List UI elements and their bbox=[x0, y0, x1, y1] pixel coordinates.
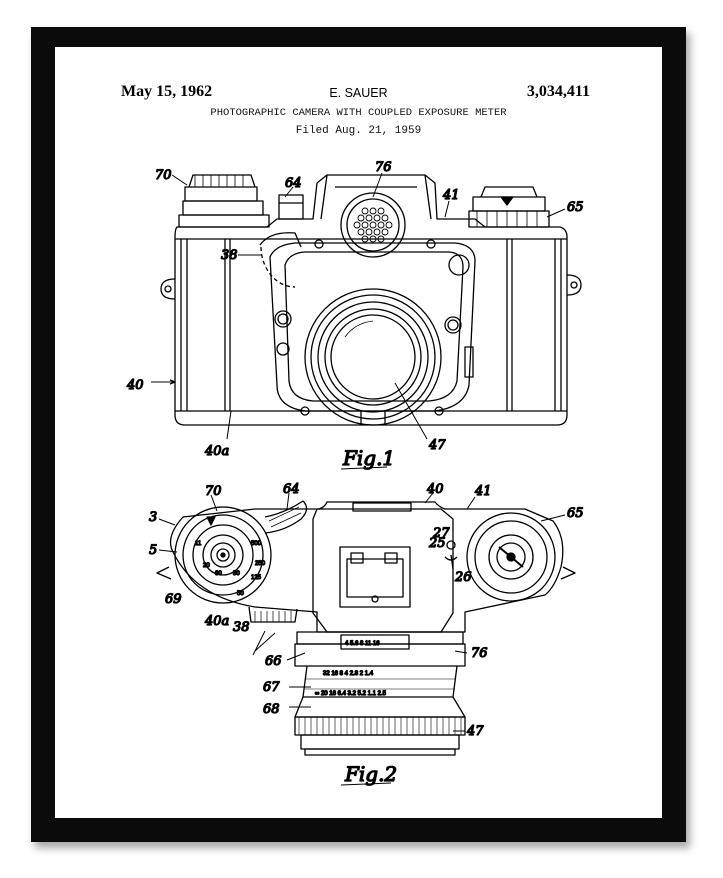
fig1-label: Fig.1 bbox=[342, 446, 395, 470]
fig2-ref-66: 66 bbox=[265, 654, 282, 669]
fig2-ref-26: 26 bbox=[454, 570, 472, 585]
patent-number: 3,034,411 bbox=[526, 83, 590, 100]
fig2-ref-27: 27 bbox=[432, 526, 450, 541]
fig1-ref-40: 40 bbox=[126, 378, 144, 393]
fig2-camera-top bbox=[156, 492, 576, 756]
fig2-dial-value-6: 125 bbox=[251, 575, 262, 581]
fig2-ref-70: 70 bbox=[205, 484, 222, 499]
fig2-dial-value-5: 50 bbox=[237, 591, 244, 597]
fig2-ref-65: 65 bbox=[567, 506, 584, 521]
fig2-scale-mid: 32 16 8 4 2.8 2 1.4 bbox=[323, 671, 374, 677]
fig1-ref-40a: 40a bbox=[204, 444, 229, 459]
patent-date: May 15, 1962 bbox=[121, 83, 213, 100]
fig1-ref-65: 65 bbox=[567, 200, 584, 215]
fig1-ref-70: 70 bbox=[155, 168, 172, 183]
fig2-dial-value-4: 30 bbox=[233, 571, 240, 577]
fig2-ref-69: 69 bbox=[165, 592, 182, 607]
fig2-label: Fig.2 bbox=[344, 762, 397, 786]
patent-sheet: May 15, 1962 E. SAUER 3,034,411 PHOTOGRA… bbox=[55, 47, 662, 818]
fig2-ref-40a: 40a bbox=[204, 614, 229, 629]
fig2-ref-67: 67 bbox=[263, 680, 280, 695]
patent-drawing: 70 64 76 41 65 38 40 40a 47 Fig.1 bbox=[125, 159, 584, 786]
fig1-ref-76: 76 bbox=[375, 160, 392, 175]
fig2-scale-top: 4 5.6 8 11 16 bbox=[345, 641, 380, 647]
fig2-ref-25: 25 bbox=[428, 536, 446, 551]
fig2-ref-38: 38 bbox=[233, 620, 250, 635]
inventor-name: E. SAUER bbox=[329, 86, 388, 100]
fig2-ref-5: 5 bbox=[149, 543, 157, 558]
fig1-ref-64: 64 bbox=[285, 176, 302, 191]
fig1-ref-47: 47 bbox=[428, 438, 446, 453]
fig2-ref-76: 76 bbox=[471, 646, 488, 661]
fig2-dial-value-3: 60 bbox=[215, 571, 222, 577]
fig1-camera-front bbox=[151, 172, 582, 440]
fig2-ref-47: 47 bbox=[466, 724, 484, 739]
fig2-ref-40: 40 bbox=[426, 482, 444, 497]
fig1-ref-38: 38 bbox=[221, 248, 238, 263]
patent-title: PHOTOGRAPHIC CAMERA WITH COUPLED EXPOSUR… bbox=[210, 107, 507, 119]
fig2-ref-3: 3 bbox=[149, 510, 157, 525]
fig2-ref-41: 41 bbox=[474, 484, 492, 499]
fig2-dial-value-1: 11 bbox=[195, 541, 202, 547]
fig2-ref-64: 64 bbox=[283, 482, 300, 497]
fig2-dial-value-7: 250 bbox=[255, 561, 266, 567]
fig2-dial-value-8: 500 bbox=[251, 541, 262, 547]
fig2-ref-68: 68 bbox=[263, 702, 280, 717]
fig2-scale-bottom: ∞ 20 16 6.4 3.2 5.2 1.1 2.5 bbox=[315, 691, 387, 697]
fig2-dial-value-2: 20 bbox=[203, 563, 210, 569]
filing-date: Filed Aug. 21, 1959 bbox=[295, 125, 422, 137]
fig1-ref-41: 41 bbox=[442, 188, 460, 203]
